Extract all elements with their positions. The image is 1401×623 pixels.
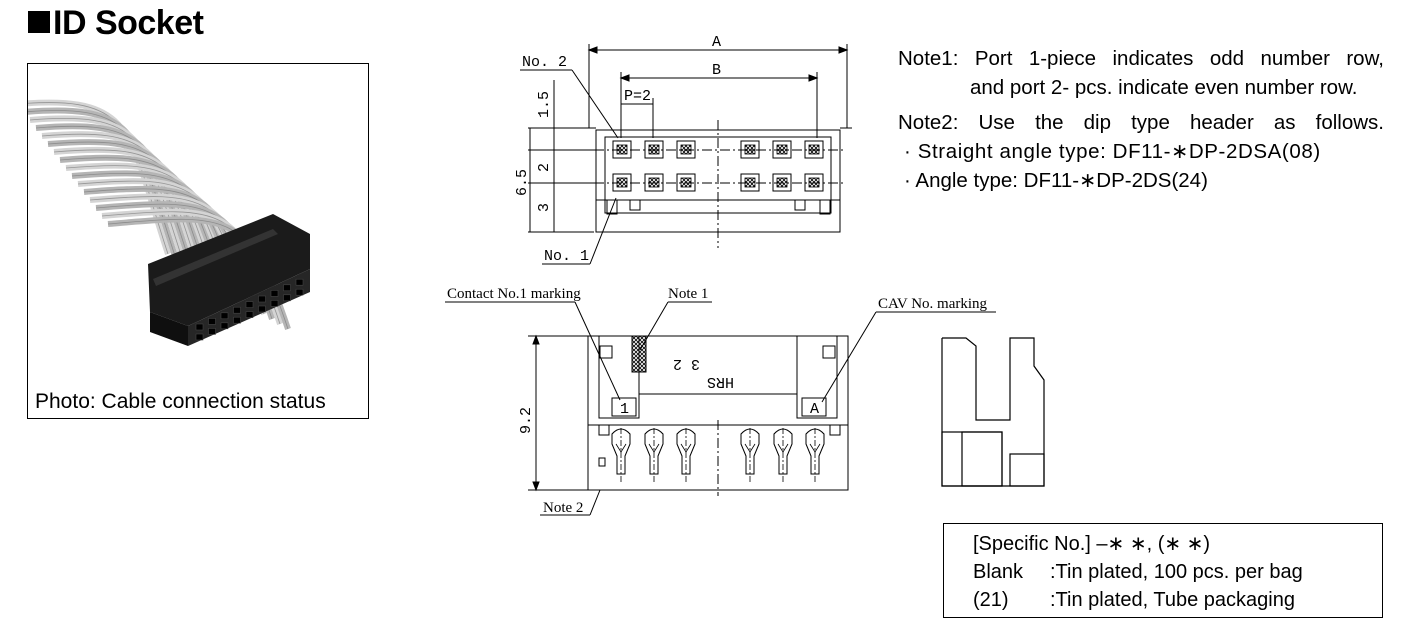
dimension-b-label: B [712,62,721,79]
mark-a-label: A [810,401,819,418]
note1-line2: and port 2- pcs. indicate even number ro… [970,76,1358,99]
note1-word: Port [974,47,1013,70]
page-title: ID Socket [28,4,204,43]
note2-ref-label: Note 2 [543,500,583,516]
note2-word: type [1131,111,1170,134]
spec-value: :Tin plated, 100 pcs. per bag [1050,561,1303,583]
cav-marking-label: CAV No. marking [878,296,988,312]
dim-9-2-label: 9.2 [518,407,535,434]
dim-6-5-label: 6.5 [514,169,531,196]
spec-row: (21) :Tin plated, Tube packaging [973,586,1382,614]
spec-value: :Tin plated, Tube packaging [1050,589,1295,611]
product-photo: Photo: Cable connection status [27,63,369,419]
dim-3-label: 3 [536,203,553,212]
notes-block: Note1: Port 1-piece indicates odd number… [898,44,1388,195]
no1-label: No. 1 [544,248,589,265]
dim-2-label: 2 [536,163,553,172]
pitch-label: P=2 [624,88,651,105]
note1-ref-label: Note 1 [668,286,708,302]
mark-32-label: 3 2 [673,355,700,372]
note2-word: header [1189,111,1254,134]
spec-header: [Specific No.] –∗ ∗, (∗ ∗) [973,533,1211,555]
note2-line2: · Straight angle type: DF11-∗DP-2DSA(08) [904,140,1321,163]
photo-caption: Photo: Cable connection status [35,390,326,413]
note2-line3: · Angle type: DF11-∗DP-2DS(24) [904,169,1208,192]
mark-1-label: 1 [620,401,629,418]
mark-hrs-label: HRS [707,373,734,390]
square-bullet-icon [28,11,50,33]
note2-word: Note2: [898,111,959,134]
note1-word: indicates [1112,47,1194,70]
note1-word: Note1: [898,47,959,70]
note1-word: 1-piece [1028,47,1097,70]
note2-word: as [1273,111,1296,134]
dim-1-5-label: 1.5 [536,91,553,118]
note1-word: odd [1209,47,1245,70]
contact-marking-label: Contact No.1 marking [447,286,581,302]
cable-connector-illustration [28,99,310,346]
note1-word: row, [1346,47,1384,70]
title-text: ID Socket [53,4,204,42]
spec-row: Blank :Tin plated, 100 pcs. per bag [973,558,1382,586]
spec-key: (21) [973,589,1009,611]
note1-line1: Note1: Port 1-piece indicates odd number… [898,44,1384,73]
dimension-a-label: A [712,34,721,51]
note2-line1: Note2: Use the dip type header as follow… [898,108,1384,137]
spec-key: Blank [973,561,1024,583]
no2-label: No. 2 [522,54,567,71]
specific-number-box: [Specific No.] –∗ ∗, (∗ ∗) Blank :Tin pla… [943,523,1383,618]
note1-word: number [1260,47,1330,70]
note2-word: dip [1083,111,1112,134]
note2-word: the [1035,111,1064,134]
note2-word: follows. [1315,111,1384,134]
note2-word: Use [978,111,1015,134]
